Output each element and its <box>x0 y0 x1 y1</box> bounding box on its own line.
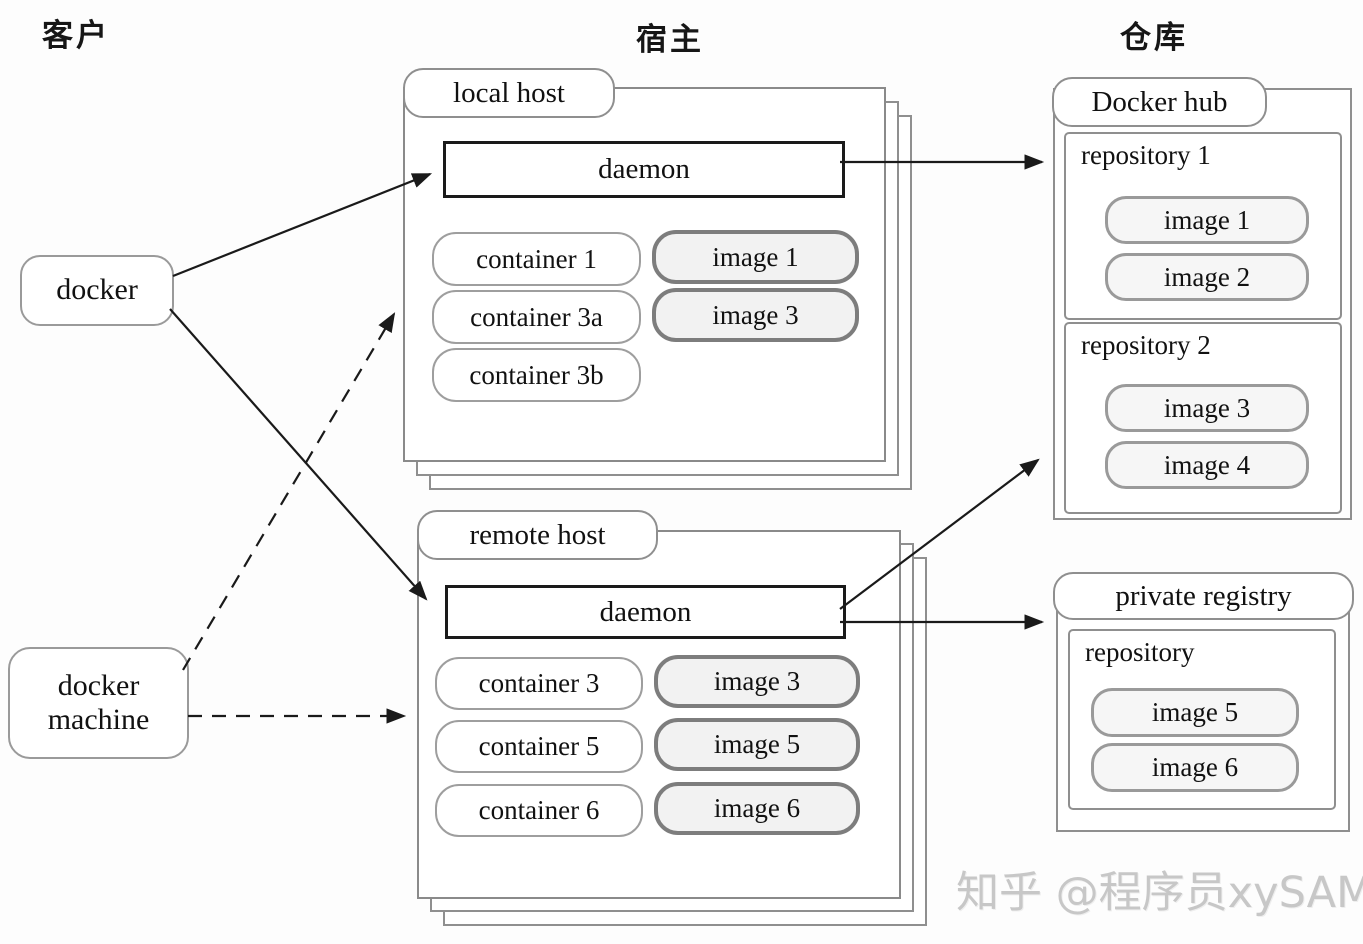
private-registry-box: repository image 5 image 6 <box>1056 600 1350 832</box>
image-pill: image 3 <box>1105 384 1309 432</box>
image-pill: image 3 <box>652 288 859 342</box>
repository-label: repository 2 <box>1081 330 1211 360</box>
repository-label: repository <box>1085 637 1195 667</box>
docker-client-box: docker <box>20 255 174 326</box>
private-registry-tab: private registry <box>1053 572 1354 620</box>
image-pill: image 2 <box>1105 253 1309 301</box>
repository-box: repository 1 image 1 image 2 <box>1064 132 1342 320</box>
local-daemon-box: daemon <box>443 141 845 198</box>
image-pill: image 5 <box>654 718 860 771</box>
column-label-host: 宿主 <box>636 22 704 58</box>
arrow-docker-to-remote-daemon <box>169 308 428 601</box>
image-pill: image 6 <box>654 782 860 835</box>
local-host-tab: local host <box>403 68 615 118</box>
container-pill: container 3a <box>432 290 641 344</box>
docker-hub-tab: Docker hub <box>1052 77 1267 127</box>
container-pill: container 3 <box>435 657 643 710</box>
container-pill: container 1 <box>432 232 641 286</box>
repository-box: repository 2 image 3 image 4 <box>1064 322 1342 514</box>
arrow-docker-to-local-daemon <box>172 172 433 278</box>
watermark-text: 知乎 @程序员xySAM <box>956 868 1363 918</box>
container-pill: container 6 <box>435 784 643 837</box>
repository-box: repository image 5 image 6 <box>1068 629 1336 810</box>
remote-host-tab: remote host <box>417 510 658 560</box>
remote-host-box: daemon container 3 container 5 container… <box>417 530 901 899</box>
local-host-box: daemon container 1 container 3a containe… <box>403 87 886 462</box>
container-pill: container 3b <box>432 348 641 402</box>
image-pill: image 5 <box>1091 688 1299 737</box>
image-pill: image 1 <box>652 230 859 284</box>
column-label-registry: 仓库 <box>1120 20 1188 56</box>
column-label-client: 客户 <box>42 18 110 54</box>
docker-hub-box: repository 1 image 1 image 2 repository … <box>1053 88 1352 520</box>
container-pill: container 5 <box>435 720 643 773</box>
remote-daemon-box: daemon <box>445 585 846 639</box>
docker-machine-box: docker machine <box>8 647 189 759</box>
image-pill: image 4 <box>1105 441 1309 489</box>
arrow-docker-machine-to-local-host <box>182 312 396 671</box>
repository-label: repository 1 <box>1081 140 1211 170</box>
image-pill: image 6 <box>1091 743 1299 792</box>
image-pill: image 1 <box>1105 196 1309 244</box>
image-pill: image 3 <box>654 655 860 708</box>
